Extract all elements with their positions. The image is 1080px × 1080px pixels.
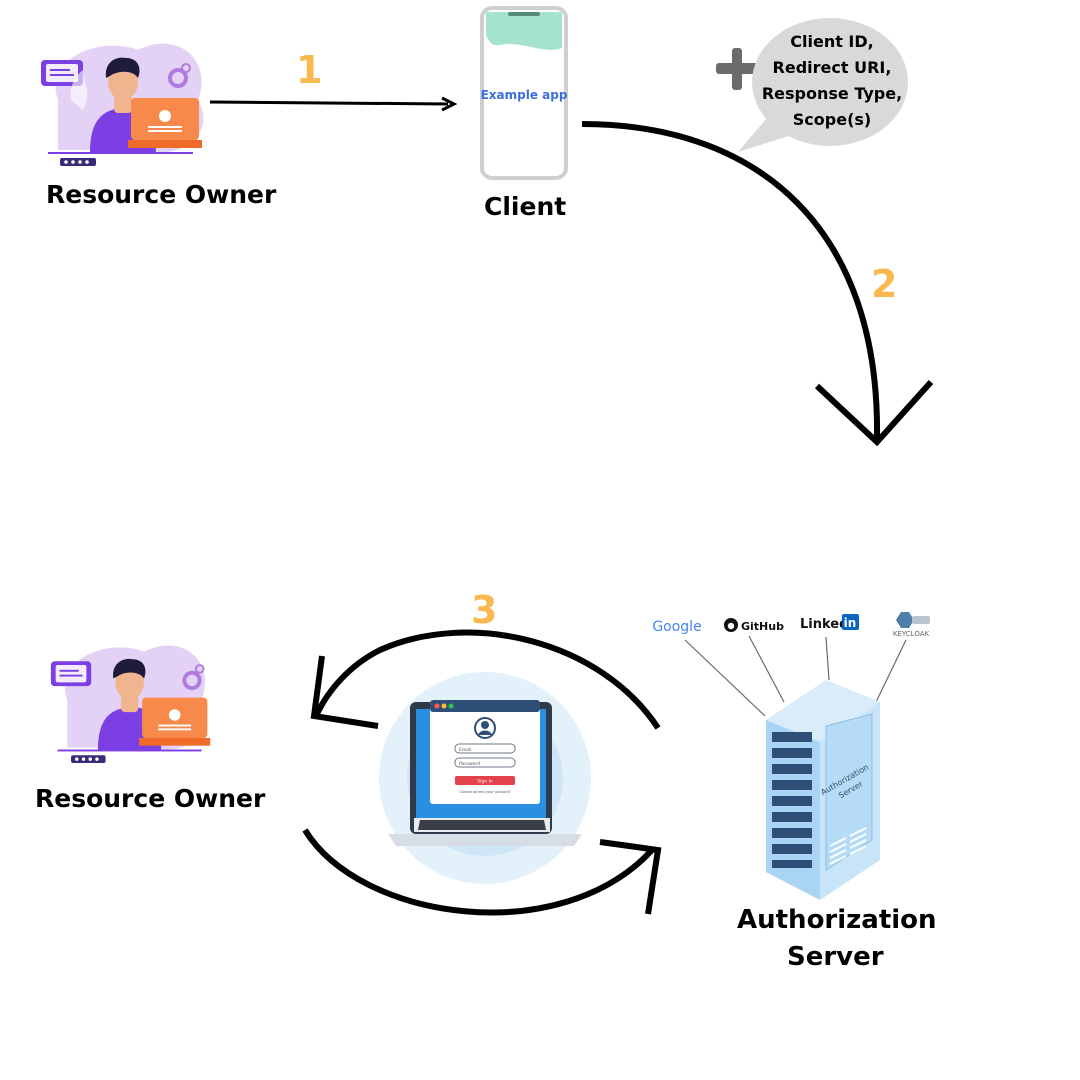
client-app-label: Example app (481, 88, 568, 102)
keycloak-logo (896, 612, 930, 628)
keycloak-wordmark: KEYCLOAK (893, 630, 930, 638)
login-laptop (379, 672, 591, 884)
github-logo (724, 618, 738, 632)
param-redirect-uri: Redirect URI, (773, 58, 892, 77)
github-wordmark: GitHub (741, 620, 784, 633)
resource-owner-illustration-top (41, 43, 204, 166)
request-params-bubble (738, 18, 908, 152)
authorization-server-label-line1: Authorization (737, 905, 937, 935)
client-label: Client (484, 192, 567, 221)
arrow-step-2-head (814, 379, 934, 447)
arrow-step-1-head (441, 96, 458, 112)
login-email-field: Email (459, 747, 472, 753)
arrow-step-3-bottom-head (599, 839, 662, 915)
linkedin-wordmark: Linked (800, 617, 848, 632)
step-1-label: 1 (296, 48, 323, 92)
linkedin-in-mark: in (844, 616, 857, 630)
arrow-step-3-top (313, 629, 661, 730)
authorization-server-rack (766, 680, 880, 900)
provider-connectors (684, 635, 907, 717)
arrow-step-3-bottom (302, 828, 655, 916)
plus-icon (716, 48, 758, 90)
step-3-label: 3 (471, 588, 498, 632)
linkedin-logo (842, 614, 859, 630)
authorization-server-label-line2: Server (787, 942, 884, 972)
resource-owner-bottom-label: Resource Owner (35, 784, 266, 813)
resource-owner-illustration-bottom (50, 645, 211, 763)
login-footer-link: Cannot access your account? (459, 790, 510, 794)
param-response-type: Response Type, (762, 84, 902, 103)
param-client-id: Client ID, (790, 32, 873, 51)
google-logo: Google (652, 619, 701, 635)
login-password-field: Password (459, 761, 480, 767)
arrow-step-2 (581, 121, 881, 439)
arrow-step-3-top-head (310, 655, 379, 729)
step-2-label: 2 (871, 262, 898, 306)
arrow-step-1 (209, 100, 449, 106)
resource-owner-top-label: Resource Owner (46, 180, 277, 209)
client-phone (480, 6, 568, 180)
param-scopes: Scope(s) (793, 110, 871, 129)
login-sign-in-button: Sign In (477, 779, 493, 785)
